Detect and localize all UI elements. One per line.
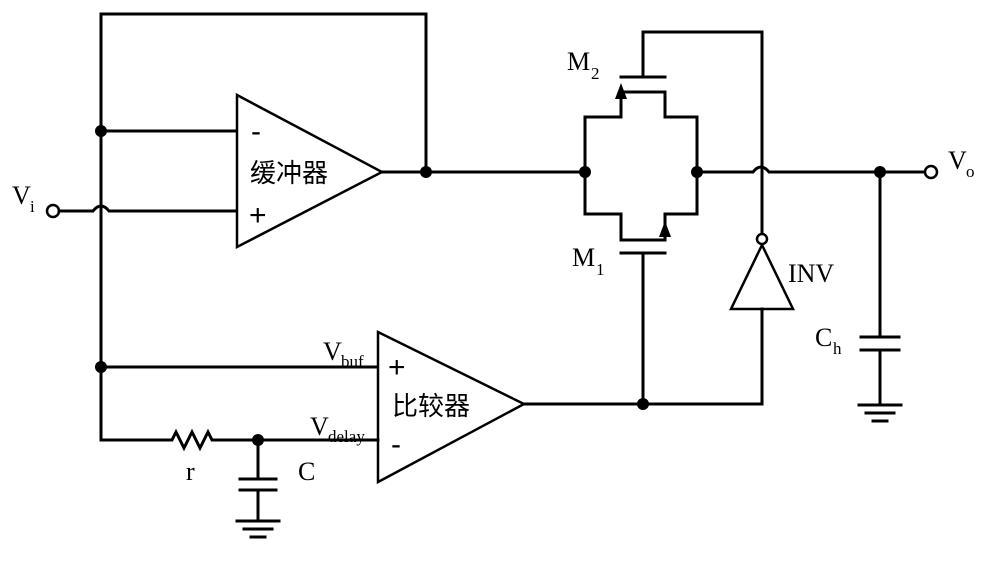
junction-dot: [252, 434, 264, 446]
vo-label: V: [948, 146, 967, 175]
svg-text:1: 1: [596, 260, 605, 279]
svg-text:V: V: [310, 412, 329, 441]
buffer-name: 缓冲器: [250, 159, 328, 189]
svg-text:2: 2: [591, 64, 600, 83]
delay-capacitor: C: [235, 438, 315, 539]
buffer-opamp: - + 缓冲器: [235, 92, 385, 250]
junction-dot: [420, 166, 432, 178]
vbuf-label: V buf: [323, 337, 364, 371]
delay-resistor: r: [99, 428, 380, 486]
vi-label-subscript: i: [30, 197, 35, 216]
buffer-feedback-wires: [99, 12, 428, 442]
output-wire: [695, 165, 927, 174]
svg-text:buf: buf: [341, 352, 364, 371]
m2-label: M 2: [567, 47, 600, 83]
comparator-opamp: + - 比较器: [376, 329, 527, 485]
capacitor-label: C: [298, 457, 315, 486]
junction-dot: [95, 125, 107, 137]
vi-input-terminal: V i: [12, 181, 61, 219]
transmission-gate: [583, 30, 764, 406]
vi-input-wire: [57, 204, 239, 213]
junction-dots: [95, 125, 886, 446]
inverter: INV: [641, 30, 834, 406]
comparator-noninverting-sign: +: [388, 351, 406, 384]
inv-label: INV: [788, 259, 834, 288]
junction-dot: [95, 361, 107, 373]
resistor-label: r: [186, 457, 195, 486]
junction-dot: [637, 398, 649, 410]
buffer-inverting-sign: -: [251, 115, 261, 148]
vo-label-subscript: o: [966, 162, 975, 181]
vi-label: V: [12, 181, 31, 210]
m1-label: M 1: [572, 243, 605, 279]
ch-label: C h: [815, 323, 842, 358]
m1-arrow-icon: [659, 221, 671, 237]
comparator-name: 比较器: [392, 392, 470, 422]
hold-capacitor: [857, 170, 903, 423]
svg-text:delay: delay: [328, 427, 365, 446]
m2-arrow-icon: [615, 83, 627, 99]
junction-dot: [874, 166, 886, 178]
svg-text:h: h: [833, 339, 842, 358]
svg-text:C: C: [815, 323, 832, 352]
svg-text:M: M: [572, 243, 595, 272]
svg-text:V: V: [323, 337, 342, 366]
comparator-inverting-sign: -: [391, 428, 401, 461]
vo-output-terminal: V o: [923, 146, 975, 181]
buffer-noninverting-sign: +: [249, 199, 267, 232]
junction-dot: [579, 166, 591, 178]
junction-dot: [691, 166, 703, 178]
svg-text:M: M: [567, 47, 590, 76]
